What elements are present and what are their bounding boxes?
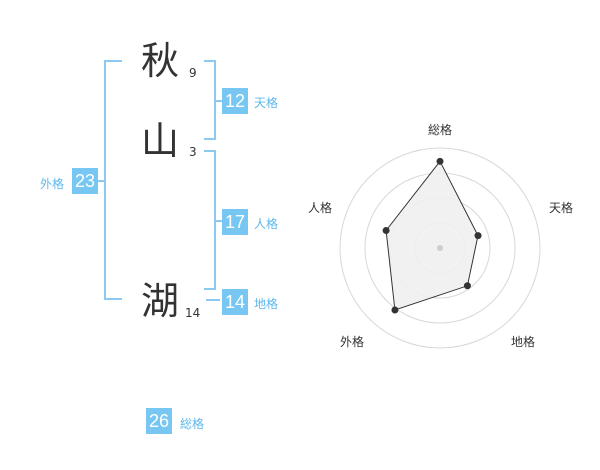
chikaku-value: 14 [222, 289, 248, 315]
radar-point-3 [463, 282, 471, 290]
gaikaku-value: 23 [72, 168, 98, 194]
jinkaku-label: 人格 [254, 217, 279, 231]
jinkaku-value: 17 [222, 209, 248, 235]
radar-axis-label-gaikaku: 外格 [340, 335, 365, 349]
radar-axis-label-tenkaku: 天格 [549, 201, 574, 215]
jinkaku-connector [214, 220, 222, 222]
tenkaku-label: 天格 [254, 96, 279, 110]
radar-axis-label-chikaku: 地格 [511, 335, 536, 349]
surname-char-1: 秋 [141, 39, 180, 83]
given-char-1: 湖 [141, 279, 180, 323]
surname-char-2-strokes: 3 [189, 145, 197, 159]
surname-char-1-strokes: 9 [189, 66, 197, 80]
given-char-1-strokes: 14 [185, 306, 201, 320]
gaikaku-label: 外格 [40, 177, 65, 191]
surname-char-2: 山 [141, 119, 180, 163]
radar-point-2 [474, 232, 482, 240]
chikaku-label: 地格 [254, 297, 279, 311]
chikaku-connector [206, 299, 220, 301]
radar-point-4 [391, 306, 399, 314]
tenkaku-connector [214, 100, 222, 102]
radar-center-dot [437, 245, 443, 251]
radar-point-1 [436, 157, 444, 165]
radar-grid-ring [339, 147, 541, 349]
soukaku-label: 総格 [180, 417, 205, 431]
gaikaku-connector [98, 180, 106, 182]
radar-axis-label-jinkaku: 人格 [308, 201, 333, 215]
radar-data-area [385, 160, 479, 311]
radar-point-5 [382, 226, 390, 234]
soukaku-value: 26 [146, 408, 172, 434]
radar-axis-label-soukaku: 総格 [428, 123, 453, 137]
tenkaku-value: 12 [222, 88, 248, 114]
